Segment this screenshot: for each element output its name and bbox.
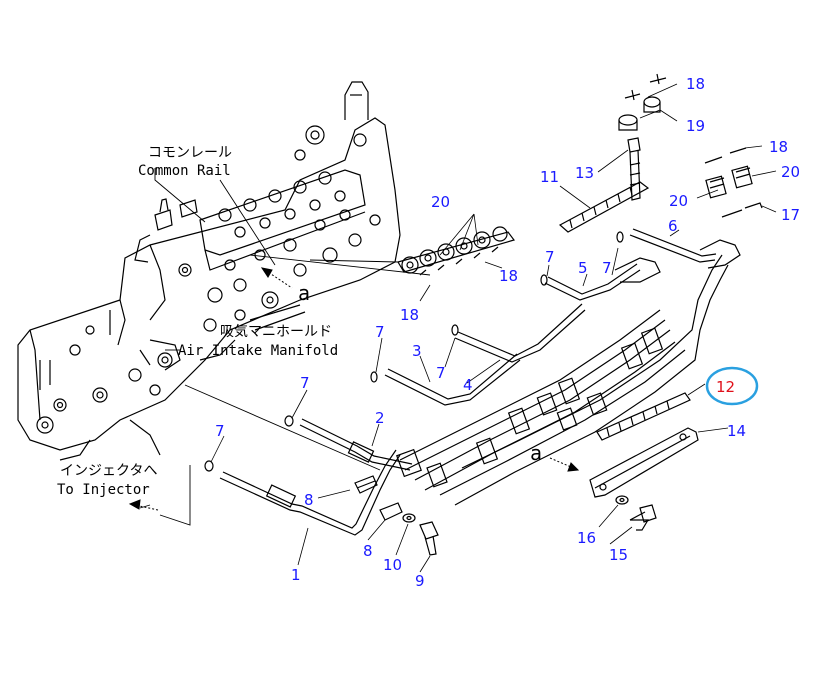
callout-7-a[interactable]: 7 <box>545 248 555 266</box>
callout-13[interactable]: 13 <box>575 164 594 182</box>
callout-8-b[interactable]: 8 <box>363 542 373 560</box>
callout-20-left[interactable]: 20 <box>431 193 450 211</box>
callout-19[interactable]: 19 <box>686 117 705 135</box>
highlight-ring <box>705 366 759 406</box>
callout-leaders <box>210 83 777 573</box>
callout-8-a[interactable]: 8 <box>304 491 314 509</box>
callout-9[interactable]: 9 <box>415 572 425 590</box>
view-arrow-a-right <box>549 457 580 472</box>
callout-17[interactable]: 17 <box>781 206 800 224</box>
callout-14[interactable]: 14 <box>727 422 746 440</box>
injection-pipes <box>219 228 741 536</box>
callout-3[interactable]: 3 <box>412 342 422 360</box>
common-rail-label-en: Common Rail <box>138 163 231 179</box>
intake-label-jp: 吸気マニホールド <box>220 324 332 340</box>
callout-5[interactable]: 5 <box>578 259 588 277</box>
injector-arrow <box>128 499 159 511</box>
callout-10[interactable]: 10 <box>383 556 402 574</box>
callout-7-b[interactable]: 7 <box>602 259 612 277</box>
view-a-label-left: a <box>298 281 310 305</box>
callout-7-d[interactable]: 7 <box>436 364 446 382</box>
injector-label-en: To Injector <box>57 482 150 498</box>
callout-15[interactable]: 15 <box>609 546 628 564</box>
callout-6[interactable]: 6 <box>668 217 678 235</box>
callout-20-right[interactable]: 20 <box>781 163 800 181</box>
part-callouts: 18 19 18 20 20 17 13 11 6 7 5 7 20 18 18… <box>215 75 800 590</box>
callout-11[interactable]: 11 <box>540 168 559 186</box>
callout-18-mid[interactable]: 18 <box>499 267 518 285</box>
callout-2[interactable]: 2 <box>375 409 385 427</box>
common-rail-label-jp: コモンレール <box>148 145 232 161</box>
engine-block <box>17 81 401 461</box>
engine-leaders <box>139 168 431 526</box>
callout-4[interactable]: 4 <box>463 376 473 394</box>
callout-18-left[interactable]: 18 <box>400 306 419 324</box>
callout-7-f[interactable]: 7 <box>215 422 225 440</box>
callout-12[interactable]: 12 <box>716 378 735 396</box>
callout-16[interactable]: 16 <box>577 529 596 547</box>
callout-18-right[interactable]: 18 <box>769 138 788 156</box>
callout-20-mid[interactable]: 20 <box>669 192 688 210</box>
callout-18-top[interactable]: 18 <box>686 75 705 93</box>
callout-7-e[interactable]: 7 <box>300 374 310 392</box>
view-arrow-a-left <box>260 267 293 289</box>
highlight-callout-12[interactable]: 12 <box>705 366 759 406</box>
callout-1[interactable]: 1 <box>291 566 301 584</box>
hardware <box>204 73 763 556</box>
injector-label-jp: インジェクタへ <box>60 463 157 479</box>
callout-7-c[interactable]: 7 <box>375 323 385 341</box>
view-a-label-right: a <box>530 441 542 465</box>
intake-label-en: Air Intake Manifold <box>178 343 338 359</box>
